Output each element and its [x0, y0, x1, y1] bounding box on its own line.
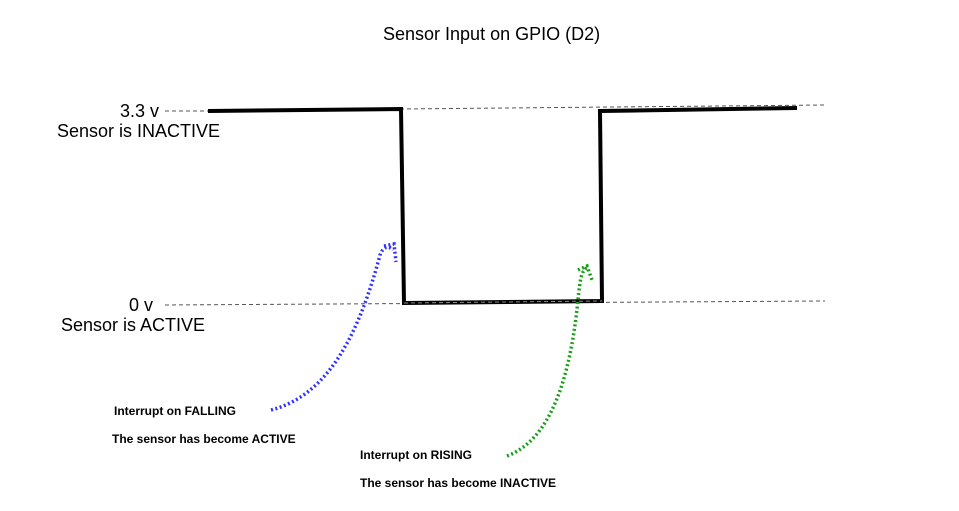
low-voltage-label: 0 v [129, 295, 154, 315]
rising-interrupt-title: Interrupt on RISING [360, 448, 472, 462]
rising-interrupt-description: The sensor has become INACTIVE [360, 476, 557, 490]
high-reference-line-right [399, 104, 826, 110]
diagram-title: Sensor Input on GPIO (D2) [383, 24, 601, 44]
falling-arrow [270, 245, 395, 412]
rising-arrow-head [577, 263, 594, 281]
falling-interrupt-description: The sensor has become ACTIVE [112, 432, 296, 446]
active-state-label: Sensor is ACTIVE [61, 315, 206, 335]
rising-arrow [506, 266, 588, 458]
falling-arrow-head [383, 241, 398, 263]
signal-waveform [207, 106, 798, 306]
inactive-state-label: Sensor is INACTIVE [57, 121, 221, 141]
falling-interrupt-title: Interrupt on FALLING [114, 404, 236, 418]
low-segment-overlay [403, 300, 603, 304]
high-voltage-label: 3.3 v [120, 101, 160, 121]
